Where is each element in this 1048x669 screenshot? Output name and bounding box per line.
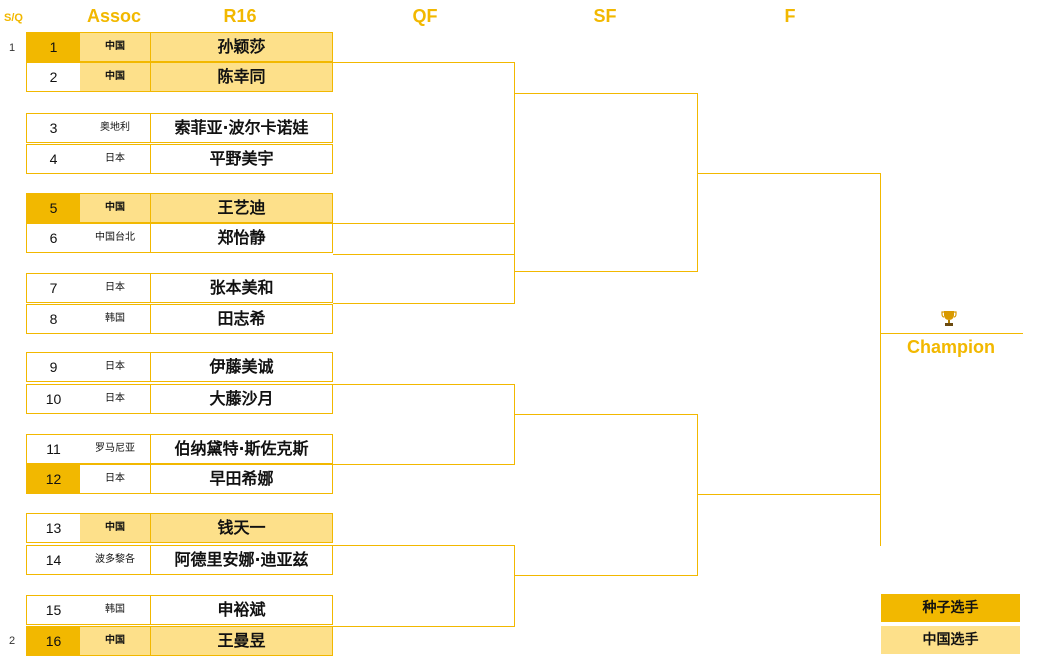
bracket-connector: [514, 545, 515, 627]
player-name: 王艺迪: [150, 194, 332, 222]
association: 中国: [80, 63, 150, 91]
bracket-connector: [514, 271, 698, 272]
bracket-connector: [333, 254, 515, 255]
association: 中国: [80, 33, 150, 61]
seed-number: 3: [49, 120, 58, 136]
association: 中国: [80, 514, 150, 542]
player-row: 6 中国台北 郑怡静: [26, 223, 333, 253]
seed-number: 7: [49, 280, 58, 296]
bracket-connector: [514, 414, 698, 415]
legend-china: 中国选手: [881, 626, 1020, 654]
seed-number: 8: [49, 311, 58, 327]
bracket-connector: [514, 575, 698, 576]
header-f: F: [784, 6, 796, 26]
champion-label: Champion: [907, 337, 995, 357]
association: 奥地利: [100, 122, 130, 133]
association: 中国台北: [95, 232, 135, 243]
association: 日本: [105, 393, 125, 404]
player-name: 孙颖莎: [150, 33, 332, 61]
association: 日本: [105, 473, 125, 484]
seed-number: 1: [27, 33, 80, 61]
bracket-connector: [514, 62, 515, 304]
player-name: 田志希: [150, 305, 332, 333]
bracket-connector: [333, 223, 515, 224]
player-name: 索菲亚·波尔卡诺娃: [150, 114, 332, 142]
header-sf: SF: [593, 6, 617, 26]
bracket-connector: [697, 494, 881, 495]
header-qf: QF: [412, 6, 438, 26]
player-row: 10 日本 大藤沙月: [26, 384, 333, 414]
player-name: 王曼昱: [150, 627, 332, 655]
player-row: 14 波多黎各 阿德里安娜·迪亚兹: [26, 545, 333, 575]
seed-number: 2: [49, 69, 58, 85]
bracket-connector: [880, 545, 881, 546]
bracket-connector: [880, 173, 881, 546]
player-row: 7 日本 张本美和: [26, 273, 333, 303]
player-name: 申裕斌: [150, 596, 332, 624]
association: 中国: [80, 194, 150, 222]
player-row: 2 中国陈幸同: [26, 62, 333, 92]
player-name: 大藤沙月: [150, 385, 332, 413]
player-row: 4 日本 平野美宇: [26, 144, 333, 174]
player-row: 3 奥地利 索菲亚·波尔卡诺娃: [26, 113, 333, 143]
bracket-connector: [333, 384, 515, 385]
player-name: 伯纳黛特·斯佐克斯: [150, 435, 332, 463]
player-row: 11 罗马尼亚 伯纳黛特·斯佐克斯: [26, 434, 333, 464]
bracket-connector: [697, 414, 698, 576]
sq-marker-1: 1: [8, 42, 16, 54]
bracket-connector: [697, 173, 881, 174]
player-name: 伊藤美诚: [150, 353, 332, 381]
player-row: 13 中国钱天一: [26, 513, 333, 543]
player-name: 钱天一: [150, 514, 332, 542]
sq-marker-2: 2: [8, 635, 16, 647]
association: 日本: [105, 153, 125, 164]
bracket-connector: [514, 93, 698, 94]
trophy-icon: [941, 311, 957, 326]
association: 韩国: [105, 313, 125, 324]
player-row: 15 韩国 申裕斌: [26, 595, 333, 625]
header-sq: S/Q: [4, 12, 23, 24]
seed-number: 12: [27, 465, 80, 493]
header-assoc: Assoc: [86, 6, 142, 26]
association: 波多黎各: [95, 554, 135, 565]
bracket-connector: [697, 93, 698, 272]
legend-seed: 种子选手: [881, 594, 1020, 622]
player-name: 平野美宇: [150, 145, 332, 173]
player-row: 12 日本 早田希娜: [26, 464, 333, 494]
seed-number: 15: [45, 602, 62, 618]
header-r16: R16: [223, 6, 257, 26]
bracket-connector: [333, 626, 515, 627]
association: 中国: [80, 627, 150, 655]
seed-number: 4: [49, 151, 58, 167]
player-row: 8 韩国 田志希: [26, 304, 333, 334]
seed-number: 16: [27, 627, 80, 655]
association: 日本: [105, 282, 125, 293]
association: 罗马尼亚: [95, 443, 135, 454]
player-row: 9 日本 伊藤美诚: [26, 352, 333, 382]
bracket-connector: [514, 384, 515, 465]
player-name: 阿德里安娜·迪亚兹: [150, 546, 332, 574]
bracket-connector: [880, 333, 1023, 334]
seed-number: 5: [27, 194, 80, 222]
seed-number: 10: [45, 391, 62, 407]
seed-number: 14: [45, 552, 62, 568]
player-name: 陈幸同: [150, 63, 332, 91]
player-name: 郑怡静: [150, 224, 332, 252]
seed-number: 6: [49, 230, 58, 246]
seed-number: 9: [49, 359, 58, 375]
bracket-connector: [333, 464, 515, 465]
association: 韩国: [105, 604, 125, 615]
association: 日本: [105, 361, 125, 372]
bracket-connector: [514, 223, 515, 255]
bracket-connector: [333, 303, 515, 304]
player-name: 早田希娜: [150, 465, 332, 493]
player-name: 张本美和: [150, 274, 332, 302]
bracket-connector: [333, 62, 515, 63]
seed-number: 11: [46, 441, 61, 457]
seed-number: 13: [45, 520, 62, 536]
bracket-connector: [333, 545, 515, 546]
